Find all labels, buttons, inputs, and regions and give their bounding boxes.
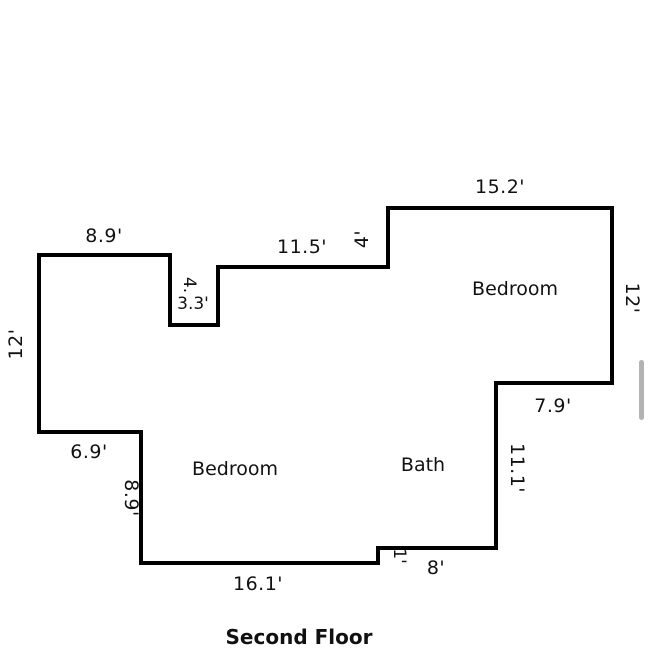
dimension-top-middle-width: 11.5' [277,236,327,258]
dimension-right-height: 12' [621,283,643,314]
dimension-bath-wall-height: 11.1' [506,443,528,493]
dimension-bottom-step: 1' [389,548,409,564]
dimension-top-right-width: 15.2' [475,176,525,198]
dimension-right-step-width: 7.9' [534,395,571,417]
dimension-lower-left-width: 6.9' [70,441,107,463]
floor-plan-outline [37,206,614,565]
dimension-lower-left-height: 8.9' [120,479,142,516]
dimension-top-left-width: 8.9' [85,225,122,247]
room-label-bath: Bath [401,454,445,476]
dimension-notch-width: 3.3' [177,294,209,314]
dimension-left-height: 12' [5,329,27,360]
dimension-bottom-width: 16.1' [233,573,283,595]
dimension-bottom-right-width: 8' [427,557,445,579]
dimension-notch-depth: 4. [179,277,199,293]
vertical-scrollbar[interactable] [639,360,644,420]
floor-title: Second Floor [226,625,373,649]
dimension-step-up: 4' [351,230,373,248]
room-label-bedroom-right: Bedroom [472,278,558,300]
room-label-bedroom-left: Bedroom [192,458,278,480]
